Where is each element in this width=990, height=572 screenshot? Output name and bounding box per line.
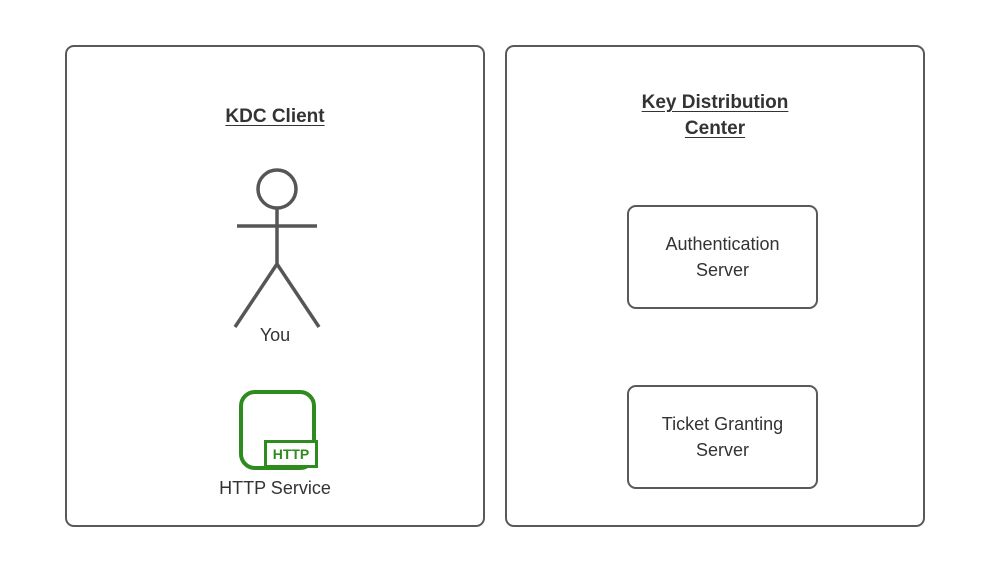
http-badge: HTTP — [264, 440, 318, 468]
authentication-server-box: Authentication Server — [627, 205, 818, 309]
ticket-granting-server-box: Ticket Granting Server — [627, 385, 818, 489]
kdc-client-title: KDC Client — [225, 106, 325, 127]
stick-figure-icon — [233, 168, 321, 328]
http-service-label: HTTP Service — [219, 478, 331, 498]
key-distribution-center-panel: Key Distribution Center Authentication S… — [505, 45, 925, 527]
kdc-client-panel: KDC Client You HTTP HTTP Service — [65, 45, 485, 527]
authentication-server-label: Authentication Server — [665, 234, 780, 280]
ticket-granting-server-label: Ticket Granting Server — [661, 414, 784, 460]
key-distribution-center-title: Key Distribution Center — [641, 92, 789, 139]
http-service-icon — [239, 390, 316, 470]
actor-label: You — [259, 325, 291, 345]
http-badge-label: HTTP — [272, 446, 310, 462]
